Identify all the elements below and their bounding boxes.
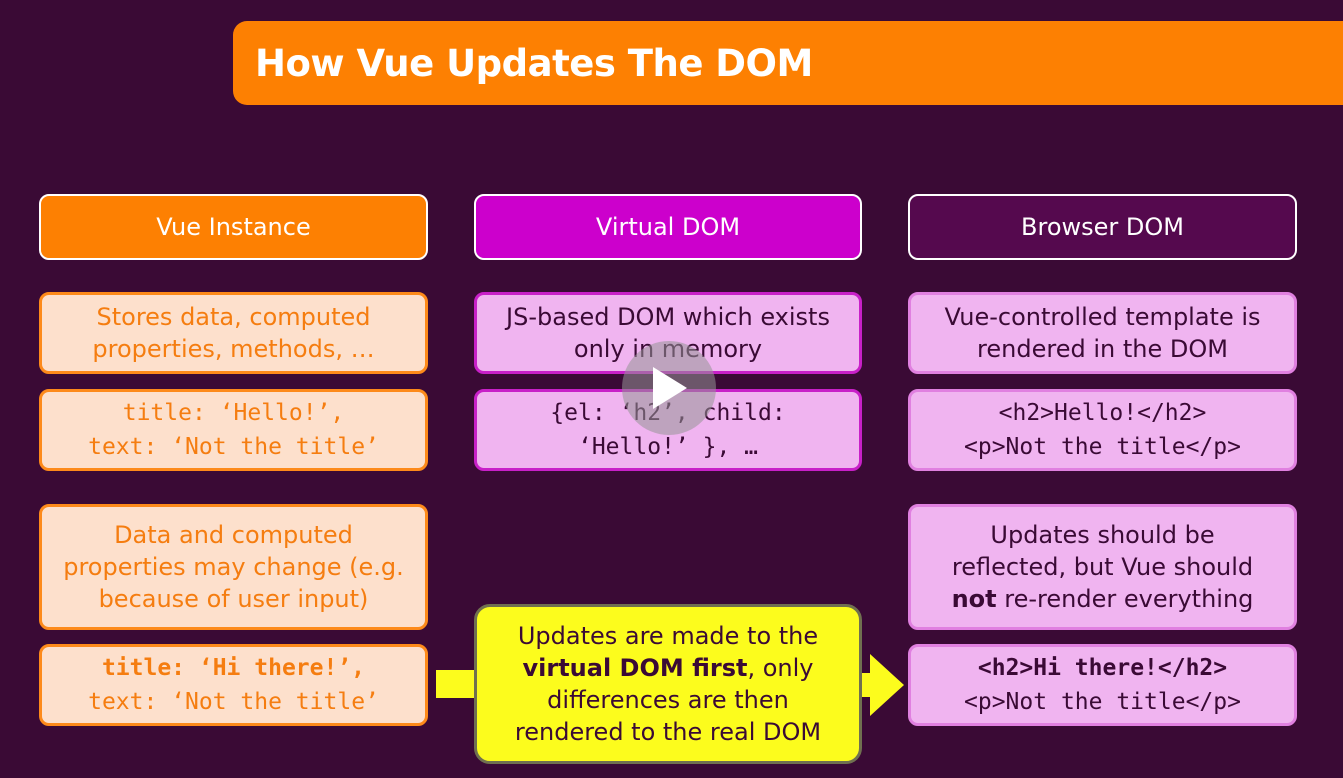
vue-instance-header: Vue Instance: [39, 194, 428, 260]
play-button[interactable]: [622, 341, 716, 435]
reflect-line: Updates should be: [990, 521, 1215, 549]
browser-dom-description-line: rendered in the DOM: [977, 335, 1228, 363]
callout-line: virtual DOM first, only: [522, 652, 813, 684]
browser-dom-header: Browser DOM: [908, 194, 1297, 260]
vue-instance-data-code: title: ‘Hello!’, text: ‘Not the title’: [39, 389, 428, 471]
code-line: title: ‘Hello!’,: [122, 400, 345, 426]
browser-dom-description: Vue-controlled template is rendered in t…: [908, 292, 1297, 374]
code-line-bold: <h2>Hi there!</h2>: [977, 655, 1228, 681]
title-banner: How Vue Updates The DOM: [233, 21, 1343, 105]
data-change-line: properties may change (e.g.: [63, 553, 404, 581]
data-change-line: because of user input): [98, 585, 369, 613]
browser-dom-updated-code: <h2>Hi there!</h2> <p>Not the title</p>: [908, 644, 1297, 726]
vue-instance-description-line: Stores data, computed: [96, 303, 371, 331]
vue-instance-updated-code: title: ‘Hi there!’, text: ‘Not the title…: [39, 644, 428, 726]
callout-line: differences are then: [547, 686, 789, 714]
callout-line-rest: , only: [747, 654, 814, 682]
browser-dom-code: <h2>Hello!</h2> <p>Not the title</p>: [908, 389, 1297, 471]
vue-instance-description: Stores data, computed properties, method…: [39, 292, 428, 374]
virtual-dom-update-callout: Updates are made to the virtual DOM firs…: [474, 604, 862, 764]
browser-dom-description-line: Vue-controlled template is: [944, 303, 1261, 331]
virtual-dom-description-line: JS-based DOM which exists: [506, 303, 830, 331]
virtual-dom-header: Virtual DOM: [474, 194, 862, 260]
browser-dom-header-label: Browser DOM: [1021, 213, 1184, 241]
code-line: text: ‘Not the title’: [88, 434, 379, 460]
reflect-bold-word: not: [951, 585, 997, 613]
vue-instance-header-label: Vue Instance: [156, 213, 311, 241]
arrow-right-icon: [858, 654, 904, 716]
callout-bold-text: virtual DOM first: [522, 654, 748, 682]
play-icon: [653, 367, 687, 409]
code-line: <h2>Hello!</h2>: [998, 400, 1207, 426]
code-line: <p>Not the title</p>: [964, 434, 1241, 460]
arrow-right-icon: [436, 670, 476, 698]
virtual-dom-header-label: Virtual DOM: [595, 213, 741, 241]
vue-instance-description-line: properties, methods, …: [92, 335, 375, 363]
page-title: How Vue Updates The DOM: [255, 41, 813, 85]
code-line: ‘Hello!’ }, …: [577, 434, 758, 460]
reflect-updates-note: Updates should be reflected, but Vue sho…: [908, 504, 1297, 630]
code-line: text: ‘Not the title’: [88, 689, 379, 715]
reflect-line-rest: re-render everything: [996, 585, 1254, 613]
code-line: <p>Not the title</p>: [964, 689, 1241, 715]
data-change-note: Data and computed properties may change …: [39, 504, 428, 630]
callout-line: Updates are made to the: [517, 622, 819, 650]
reflect-line: reflected, but Vue should: [951, 553, 1254, 581]
data-change-line: Data and computed: [114, 521, 353, 549]
code-line-bold: title: ‘Hi there!’,: [101, 655, 366, 681]
reflect-line: not re-render everything: [952, 583, 1254, 615]
callout-line: rendered to the real DOM: [514, 718, 822, 746]
